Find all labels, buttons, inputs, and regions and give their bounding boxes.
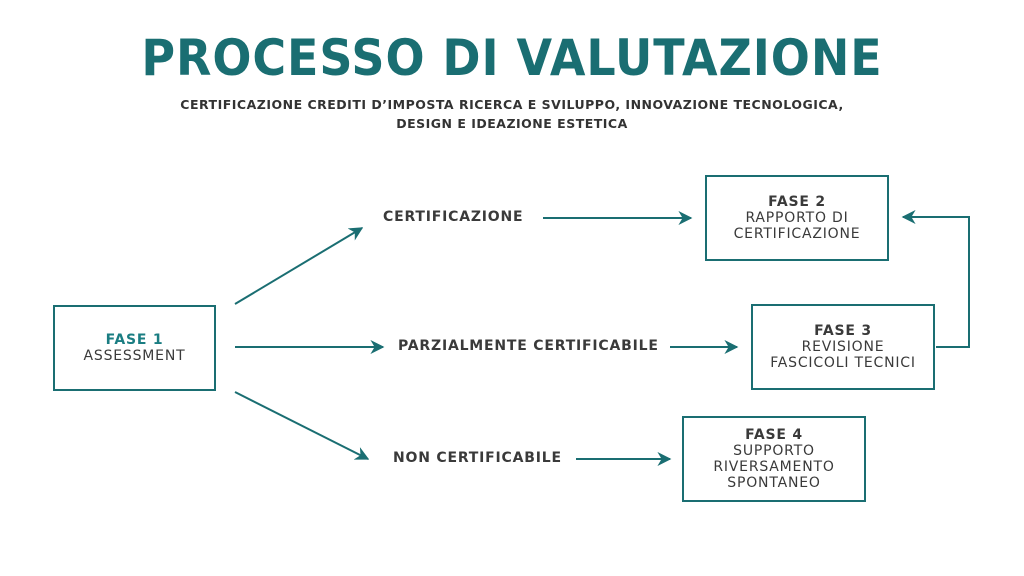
fase-4-desc-line-1: SUPPORTO — [733, 443, 815, 459]
outcome-certificazione: CERTIFICAZIONE — [383, 209, 524, 225]
fase-1-desc: ASSESSMENT — [83, 348, 186, 364]
subtitle-line-1: CERTIFICAZIONE CREDITI D’IMPOSTA RICERCA… — [180, 97, 844, 112]
fase-4-box: FASE 4 SUPPORTO RIVERSAMENTO SPONTANEO — [682, 416, 866, 502]
fase-3-box: FASE 3 REVISIONE FASCICOLI TECNICI — [751, 304, 935, 390]
fase-1-box: FASE 1 ASSESSMENT — [53, 305, 216, 391]
page-title: PROCESSO DI VALUTAZIONE — [141, 29, 883, 87]
fase-2-desc-line-2: CERTIFICAZIONE — [733, 226, 861, 242]
fase-2-box: FASE 2 RAPPORTO DI CERTIFICAZIONE — [705, 175, 889, 261]
arrow-fase3-to-fase2 — [901, 210, 970, 348]
fase-3-desc-line-1: REVISIONE — [801, 339, 885, 355]
arrow-fase1-to-non — [234, 391, 370, 460]
fase-3-desc-line-2: FASCICOLI TECNICI — [770, 355, 916, 371]
outcome-parzialmente-certificabile: PARZIALMENTE CERTIFICABILE — [398, 338, 659, 354]
fase-3-title: FASE 3 — [814, 323, 872, 339]
subtitle-line-2: DESIGN E IDEAZIONE ESTETICA — [396, 116, 628, 131]
fase-2-desc-line-1: RAPPORTO DI — [745, 210, 849, 226]
fase-4-title: FASE 4 — [745, 427, 803, 443]
page-subtitle: CERTIFICAZIONE CREDITI D’IMPOSTA RICERCA… — [112, 95, 912, 133]
fase-2-title: FASE 2 — [768, 194, 826, 210]
outcome-non-certificabile: NON CERTIFICABILE — [393, 450, 562, 466]
fase-1-title: FASE 1 — [105, 332, 164, 348]
arrow-fase1-to-certificazione — [234, 227, 364, 305]
fase-4-desc-line-2: RIVERSAMENTO — [713, 459, 835, 475]
fase-4-desc-line-3: SPONTANEO — [727, 475, 821, 491]
